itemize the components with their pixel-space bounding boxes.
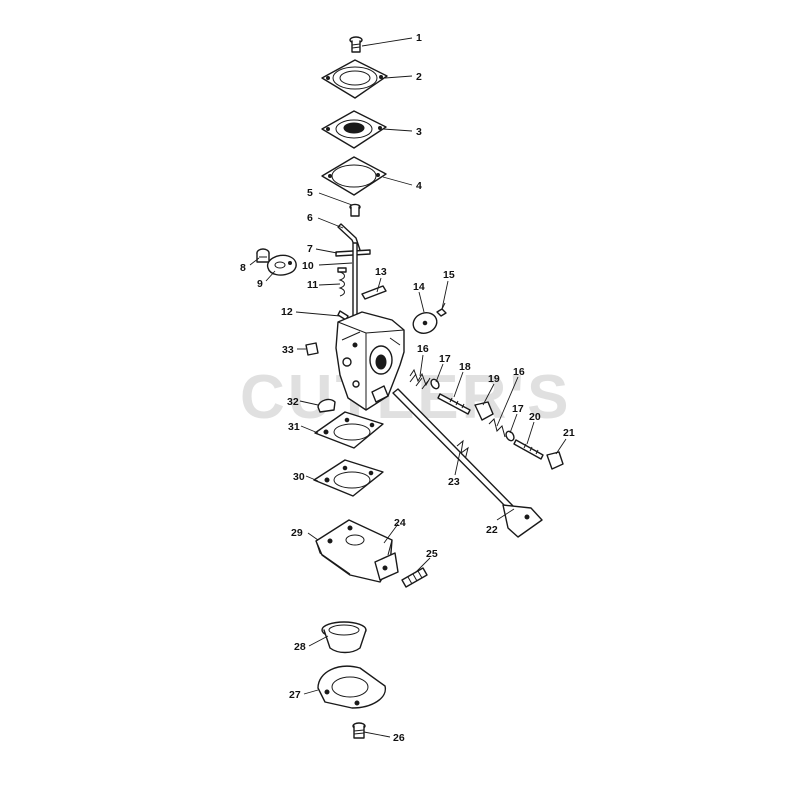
- part-plug-33: [305, 342, 319, 356]
- callout-13: 13: [375, 266, 387, 278]
- part-pin-13: [361, 285, 387, 300]
- part-metering-cover-29: [315, 519, 399, 583]
- callout-20: 20: [529, 411, 541, 423]
- callout-1: 1: [416, 32, 422, 44]
- part-inlet-plate-9: [266, 254, 297, 276]
- callout-16-a: 16: [417, 343, 429, 355]
- callout-26: 26: [393, 732, 405, 744]
- part-screw-5: [349, 203, 361, 217]
- callout-7: 7: [307, 243, 313, 255]
- part-cap-32: [317, 398, 336, 413]
- part-screw-25: [401, 567, 428, 588]
- part-filter-cup-28: [321, 621, 367, 654]
- part-carburetor-body: [335, 311, 405, 411]
- callout-21: 21: [563, 427, 575, 439]
- part-limiter-cap-21: [546, 451, 564, 470]
- callout-17-b: 17: [512, 403, 524, 415]
- callout-18: 18: [459, 361, 471, 373]
- callout-3: 3: [416, 126, 422, 138]
- part-spring-16-b: [488, 418, 506, 438]
- callout-29: 29: [291, 527, 303, 539]
- callout-11: 11: [307, 279, 318, 291]
- part-screw-top: [349, 36, 363, 53]
- callout-10: 10: [302, 260, 314, 272]
- callout-27: 27: [289, 689, 301, 701]
- part-pump-diaphragm: [321, 110, 387, 149]
- callout-31: 31: [288, 421, 300, 433]
- callout-17-a: 17: [439, 353, 451, 365]
- callout-23: 23: [448, 476, 460, 488]
- part-spring-16-a: [409, 368, 431, 390]
- part-throttle-disc: [412, 312, 438, 334]
- part-oring-17-b: [505, 430, 515, 442]
- part-spring-11: [337, 267, 347, 297]
- part-needle-18: [437, 393, 471, 415]
- callout-12: 12: [281, 306, 293, 318]
- callout-19: 19: [488, 373, 500, 385]
- callout-6: 6: [307, 212, 313, 224]
- part-needle-20: [513, 439, 544, 460]
- callout-14: 14: [413, 281, 425, 293]
- callout-32: 32: [287, 396, 299, 408]
- part-pump-cover: [321, 59, 388, 99]
- callout-4: 4: [416, 180, 422, 192]
- callout-15: 15: [443, 269, 455, 281]
- part-metering-gasket-31: [314, 411, 384, 449]
- callout-labels: 1 2 3 4 5 6 7 8 9 10 11 12 13 14 15 16 1…: [240, 32, 575, 744]
- part-metering-diaphragm-30: [313, 459, 384, 497]
- callout-2: 2: [416, 71, 422, 83]
- callout-22: 22: [486, 524, 498, 536]
- part-throttle-shaft: [392, 388, 543, 538]
- part-oring-17-a: [430, 378, 440, 390]
- part-bottom-plate-27: [317, 665, 386, 709]
- part-fitting-8: [256, 248, 270, 263]
- callout-5: 5: [307, 187, 313, 199]
- callout-33: 33: [282, 344, 294, 356]
- callout-24: 24: [394, 517, 406, 529]
- part-screw-15: [436, 302, 447, 317]
- callout-9: 9: [257, 278, 263, 290]
- part-pump-gasket: [321, 156, 387, 196]
- callout-16-b: 16: [513, 366, 525, 378]
- callout-30: 30: [293, 471, 305, 483]
- part-screw-26: [352, 722, 366, 739]
- callout-25: 25: [426, 548, 438, 560]
- callout-28: 28: [294, 641, 306, 653]
- callout-8: 8: [240, 262, 246, 274]
- callout-leaders: [249, 37, 567, 738]
